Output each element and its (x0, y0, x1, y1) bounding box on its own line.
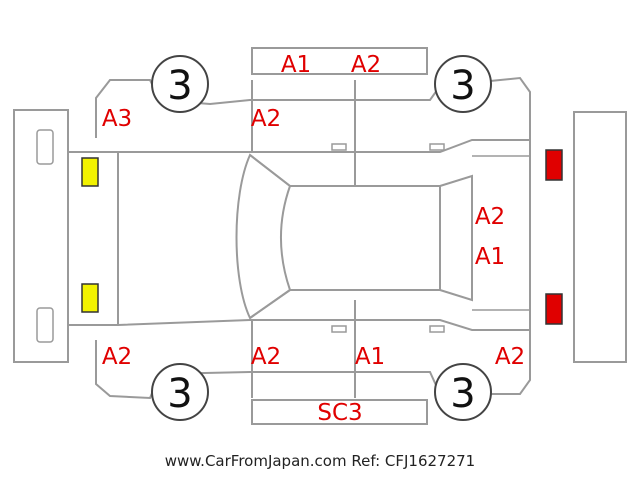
front-bumper (13, 109, 69, 363)
tire-rating-front-right: 3 (167, 371, 192, 417)
rear-bumper (573, 111, 627, 363)
wheel-rear-left: 3 (434, 55, 492, 113)
mark-door-a2: A2 (251, 106, 281, 132)
rear-light-bottom (545, 293, 563, 325)
mark-top-a2: A2 (351, 52, 381, 78)
mark-rear-a2: A2 (475, 204, 505, 230)
wheel-rear-right: 3 (434, 363, 492, 421)
mark-rear-a1: A1 (475, 244, 505, 270)
mark-top-a1: A1 (281, 52, 311, 78)
mark-lower-door-a1: A1 (355, 344, 385, 370)
car-body (68, 76, 531, 400)
mark-front-side-a3: A3 (102, 106, 132, 132)
tire-rating-rear-left: 3 (450, 63, 475, 109)
rear-light-top (545, 149, 563, 181)
front-light-bottom (81, 283, 99, 313)
mark-lower-door-a2: A2 (251, 344, 281, 370)
mark-sill-sc3: SC3 (317, 400, 362, 426)
wheel-front-left: 3 (151, 55, 209, 113)
tire-rating-rear-right: 3 (450, 371, 475, 417)
reference-caption: www.CarFromJapan.com Ref: CFJ1627271 (164, 452, 476, 470)
wheel-front-right: 3 (151, 363, 209, 421)
mark-rear-lower-a2: A2 (495, 344, 525, 370)
sill-panels (251, 47, 428, 425)
mark-front-lower-a2: A2 (102, 344, 132, 370)
tire-rating-front-left: 3 (167, 63, 192, 109)
roof-and-glass (235, 153, 530, 320)
front-light-top (81, 157, 99, 187)
